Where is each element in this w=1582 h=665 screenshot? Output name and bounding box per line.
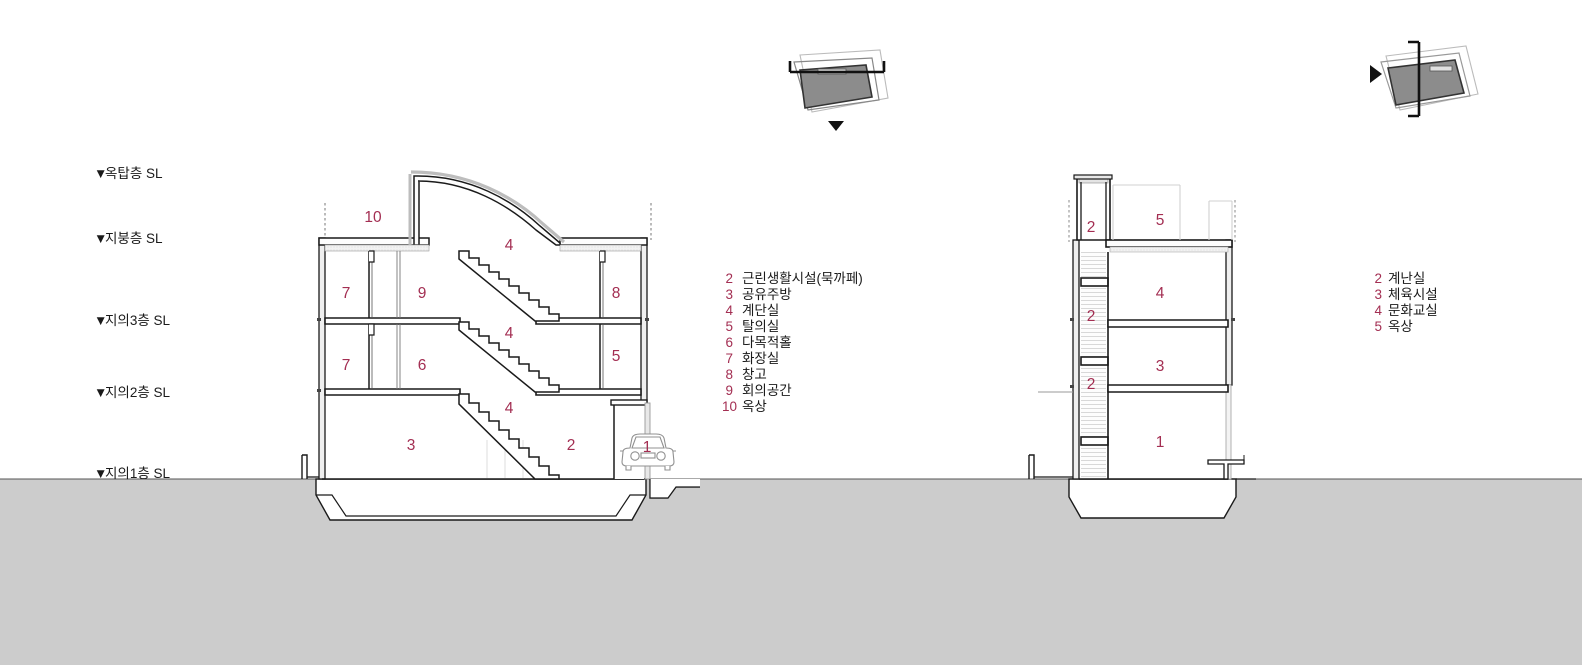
legend-text: 체육시설 xyxy=(1388,287,1438,302)
legend-number: 2 xyxy=(1374,271,1382,286)
room-number: 5 xyxy=(612,348,621,365)
ground-plane xyxy=(0,478,1582,665)
legend-text: 공유주방 xyxy=(742,287,792,302)
room-number: 2 xyxy=(1087,219,1096,236)
left-section-room-numbers: 10 4 7 9 8 4 7 6 5 4 3 2 1 xyxy=(342,209,652,456)
legend-text: 근린생활시설(묵까페) xyxy=(742,271,863,286)
level-marker-0: ▼ xyxy=(94,166,107,181)
room-number: 9 xyxy=(418,285,427,302)
room-number: 10 xyxy=(364,209,382,226)
legend-number: 5 xyxy=(725,319,733,334)
level-label-2: 지의3층 SL xyxy=(105,313,171,328)
room-number: 6 xyxy=(418,357,427,374)
key-plan-left xyxy=(788,49,889,131)
legend-text: 탈의실 xyxy=(742,319,779,334)
room-number: 1 xyxy=(643,439,652,456)
room-number: 1 xyxy=(1156,434,1165,451)
legend-text: 회의공간 xyxy=(742,383,792,398)
level-marker-1: ▼ xyxy=(94,231,107,246)
legend-text: 문화교실 xyxy=(1388,303,1438,318)
level-labels-group: ▼ 옥탑층 SL ▼ 지붕층 SL ▼ 지의3층 SL ▼ 지의2층 SL ▼ … xyxy=(94,166,171,481)
legend-number: 4 xyxy=(1374,303,1382,318)
room-number: 4 xyxy=(1156,285,1165,302)
room-number: 3 xyxy=(407,437,416,454)
room-number: 4 xyxy=(505,400,514,417)
legend-number: 9 xyxy=(725,383,733,398)
legend-text: 창고 xyxy=(742,367,767,382)
legend-number: 2 xyxy=(725,271,733,286)
legend-text: 계난실 xyxy=(1388,271,1425,286)
level-marker-4: ▼ xyxy=(94,466,107,481)
room-number: 2 xyxy=(1087,376,1096,393)
room-number: 4 xyxy=(505,325,514,342)
right-section-room-numbers: 2 5 4 2 3 2 1 xyxy=(1087,212,1165,451)
room-number: 3 xyxy=(1156,358,1165,375)
key-plan-right xyxy=(1370,40,1479,118)
room-number: 7 xyxy=(342,357,351,374)
right-room-legend: 2 계난실 3 체육시설 4 문화교실 5 옥상 xyxy=(1374,271,1437,334)
level-label-4: 지의1층 SL xyxy=(105,466,171,481)
room-number: 5 xyxy=(1156,212,1165,229)
room-number: 2 xyxy=(567,437,576,454)
room-number: 4 xyxy=(505,237,514,254)
legend-number: 6 xyxy=(725,335,733,350)
legend-number: 10 xyxy=(722,399,737,414)
legend-text: 옥상 xyxy=(742,399,767,414)
left-room-legend: 2 근린생활시설(묵까페) 3 공유주방 4 계단실 5 탈의실 6 다목적홀 … xyxy=(722,271,863,414)
room-number: 8 xyxy=(612,285,621,302)
section-line-left xyxy=(788,61,886,74)
right-building-section xyxy=(1028,174,1256,519)
room-number: 2 xyxy=(1087,308,1096,325)
level-marker-2: ▼ xyxy=(94,313,107,328)
level-label-1: 지붕층 SL xyxy=(105,231,163,246)
level-label-3: 지의2층 SL xyxy=(105,385,171,400)
legend-text: 계단실 xyxy=(742,303,779,318)
legend-number: 4 xyxy=(725,303,733,318)
section-line-right xyxy=(1408,40,1421,118)
legend-number: 7 xyxy=(725,351,733,366)
legend-number: 5 xyxy=(1374,319,1382,334)
room-number: 7 xyxy=(342,285,351,302)
left-building-section xyxy=(301,170,700,521)
car-elevation xyxy=(620,433,676,471)
level-label-0: 옥탑층 SL xyxy=(105,166,163,181)
legend-text: 다목적홀 xyxy=(742,335,792,350)
legend-number: 3 xyxy=(725,287,733,302)
legend-text: 옥상 xyxy=(1388,319,1413,334)
view-direction-marker-left xyxy=(828,121,844,131)
legend-number: 8 xyxy=(725,367,733,382)
legend-text: 화장실 xyxy=(742,351,779,366)
legend-number: 3 xyxy=(1374,287,1382,302)
view-direction-marker-right xyxy=(1370,65,1382,83)
level-marker-3: ▼ xyxy=(94,385,107,400)
